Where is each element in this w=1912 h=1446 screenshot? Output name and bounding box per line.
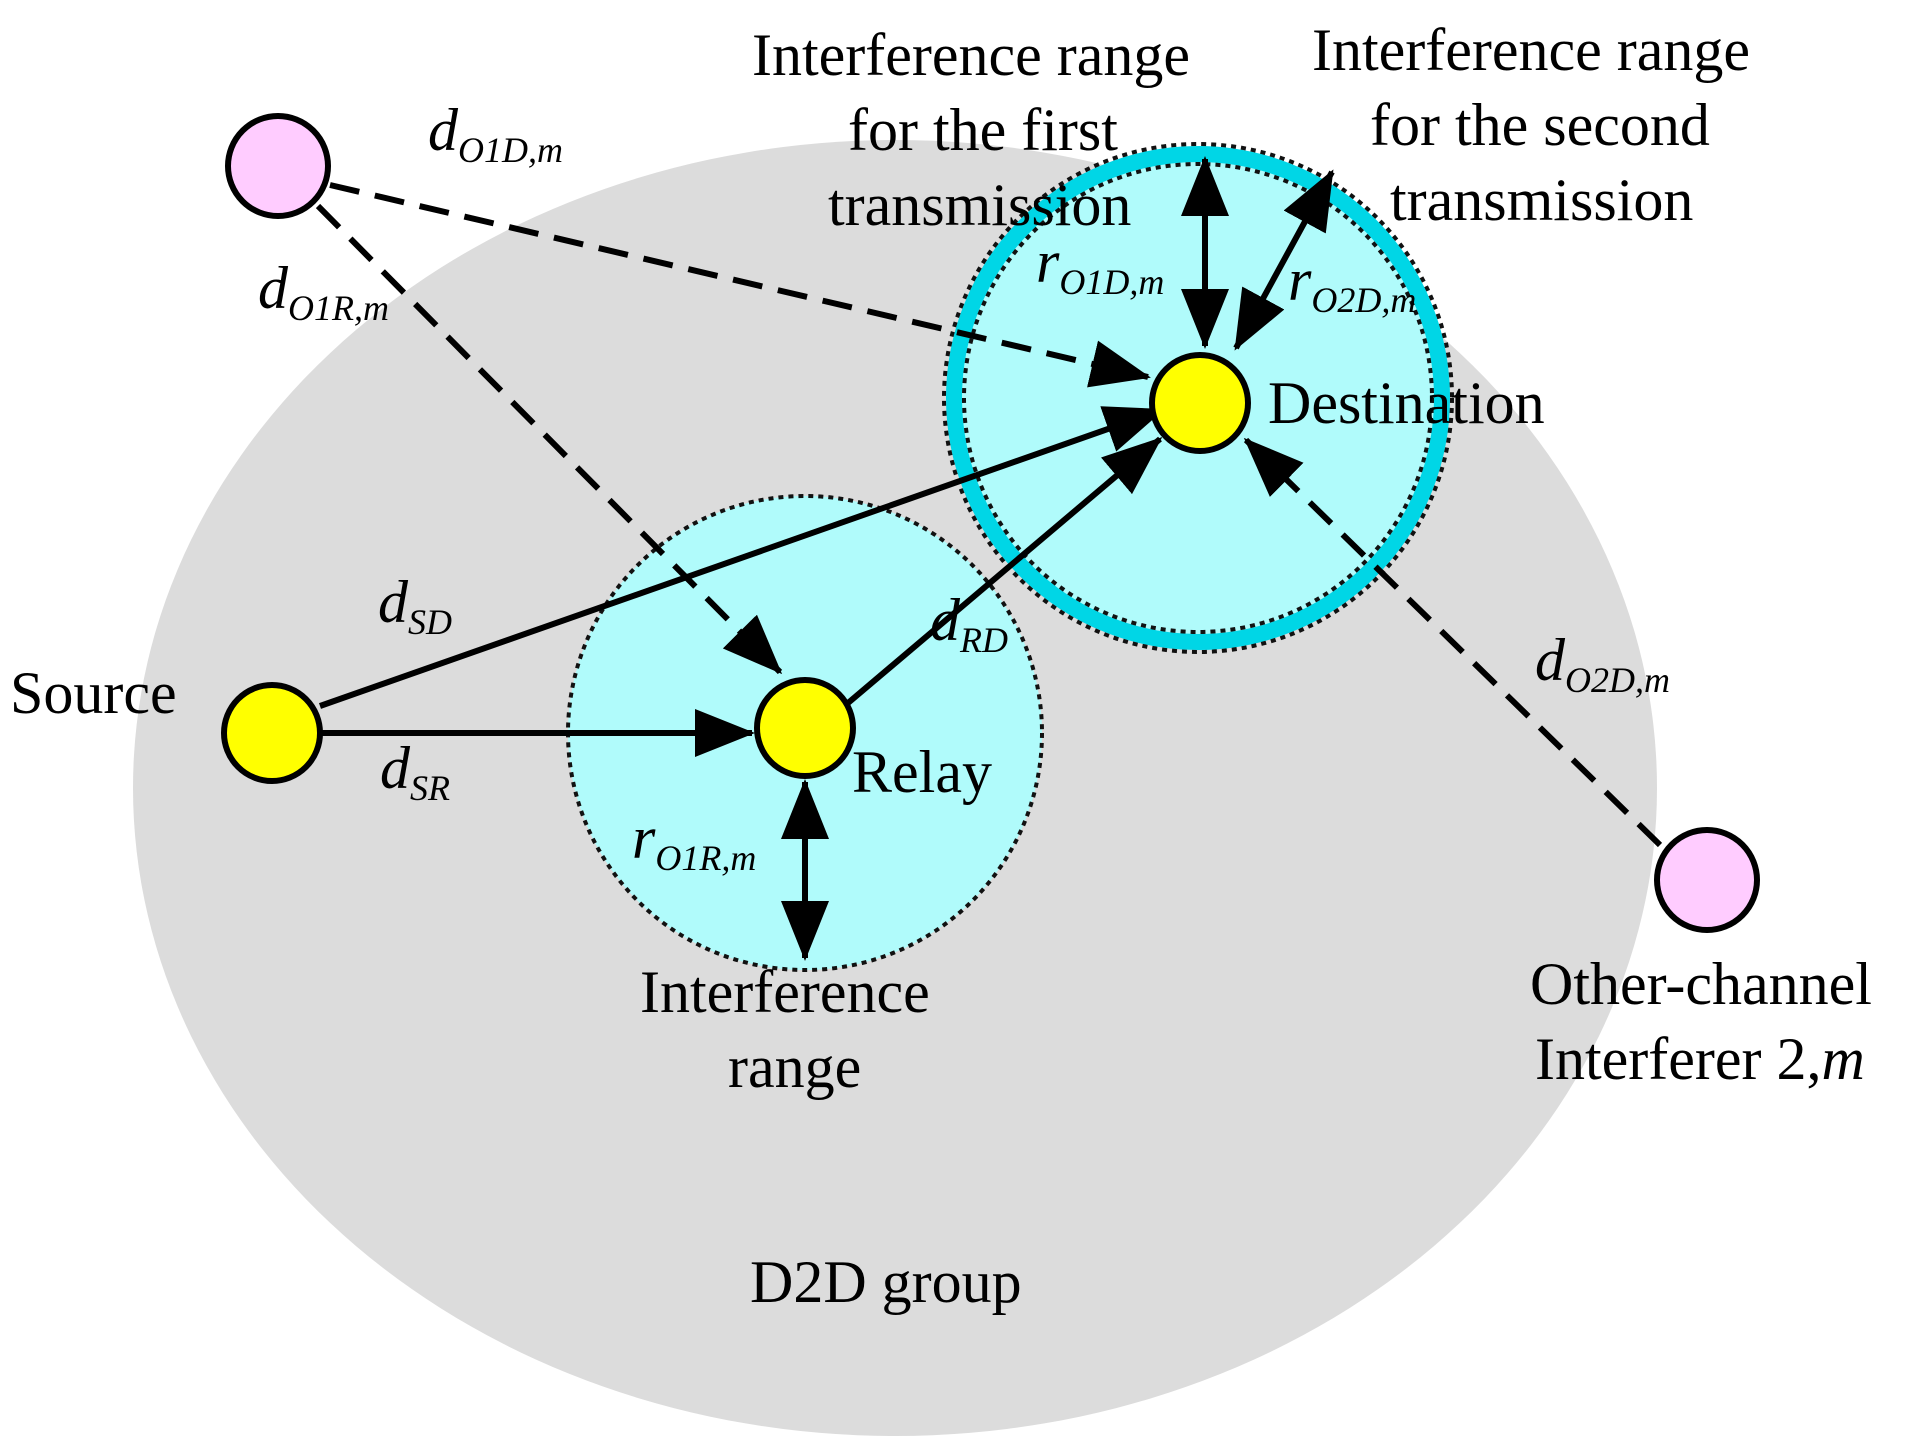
distance-label-d-o1r-main: d xyxy=(258,255,289,321)
radius-label-r-o1r-main: r xyxy=(632,805,656,871)
destination-label: Destination xyxy=(1268,370,1545,436)
second-transmission-range-outline xyxy=(942,142,1454,654)
first-range-label-line3: transmission xyxy=(828,172,1131,238)
distance-label-d-o2d-sub: O2D,m xyxy=(1565,660,1670,700)
distance-label-d-o1d-main: d xyxy=(428,97,459,163)
link-interferer1-relay xyxy=(315,203,783,675)
relay-range-label-line1: Interference xyxy=(640,959,930,1025)
link-relay-destination xyxy=(846,436,1163,706)
radius-label-r-o1r-sub: O1R,m xyxy=(655,838,756,878)
distance-label-d-sr-sub: SR xyxy=(410,768,450,808)
relay-label: Relay xyxy=(852,739,992,805)
interferer-2-node xyxy=(1654,827,1760,933)
distance-label-d-o1r-sub: O1R,m xyxy=(288,288,389,328)
first-range-label-line1: Interference range xyxy=(752,22,1190,88)
distance-label-d-sd-main: d xyxy=(378,569,409,635)
radius-label-r-o1d-sub: O1D,m xyxy=(1059,262,1164,302)
relay-range-label-line2: range xyxy=(728,1034,861,1100)
distance-label-d-sr-main: d xyxy=(380,735,411,801)
distance-label-d-rd-main: d xyxy=(930,587,961,653)
distance-label-d-sr: dSR xyxy=(380,735,450,808)
distance-label-d-o2d: dO2D,m xyxy=(1535,627,1670,700)
source-label: Source xyxy=(10,660,177,726)
link-interferer2-destination xyxy=(1243,437,1663,848)
distance-label-d-rd-sub: RD xyxy=(959,620,1008,660)
distance-label-d-rd: dRD xyxy=(930,587,1008,660)
destination-node xyxy=(1149,352,1251,454)
distance-label-d-o2d-main: d xyxy=(1535,627,1566,693)
interferer-2-label-m: m xyxy=(1821,1026,1864,1092)
interferer-2-label-prefix: Interferer 2, xyxy=(1535,1026,1821,1092)
distance-label-d-sd-sub: SD xyxy=(408,602,452,642)
second-range-label-line1: Interference range xyxy=(1312,17,1750,83)
link-interferer1-destination xyxy=(329,182,1151,388)
distance-label-d-o1d: dO1D,m xyxy=(428,97,563,170)
radius-label-r-o1d: rO1D,m xyxy=(1036,229,1164,302)
link-source-destination xyxy=(319,406,1165,709)
distance-label-d-o1d-sub: O1D,m xyxy=(458,130,563,170)
interferer-2-label-line1: Other-channel xyxy=(1530,951,1872,1017)
radius-label-r-o2d: rO2D,m xyxy=(1288,247,1416,320)
radius-label-r-o1r: rO1R,m xyxy=(632,805,756,878)
distance-label-d-o1r: dO1R,m xyxy=(258,255,389,328)
distance-label-d-sd: dSD xyxy=(378,569,452,642)
source-node xyxy=(221,682,323,784)
radius-label-r-o1d-main: r xyxy=(1036,229,1060,295)
interferer-2-label-line2: Interferer 2,m xyxy=(1535,1026,1865,1092)
second-range-label-line3: transmission xyxy=(1390,167,1693,233)
second-range-label-line2: for the second xyxy=(1370,92,1710,158)
first-range-label-line2: for the first xyxy=(848,97,1118,163)
radius-arrow-second-transmission xyxy=(1233,169,1335,351)
relay-node xyxy=(754,677,856,779)
radius-label-r-o2d-main: r xyxy=(1288,247,1312,313)
d2d-group-label: D2D group xyxy=(750,1249,1022,1315)
radius-label-r-o2d-sub: O2D,m xyxy=(1311,280,1416,320)
interferer-1-node xyxy=(225,113,331,219)
